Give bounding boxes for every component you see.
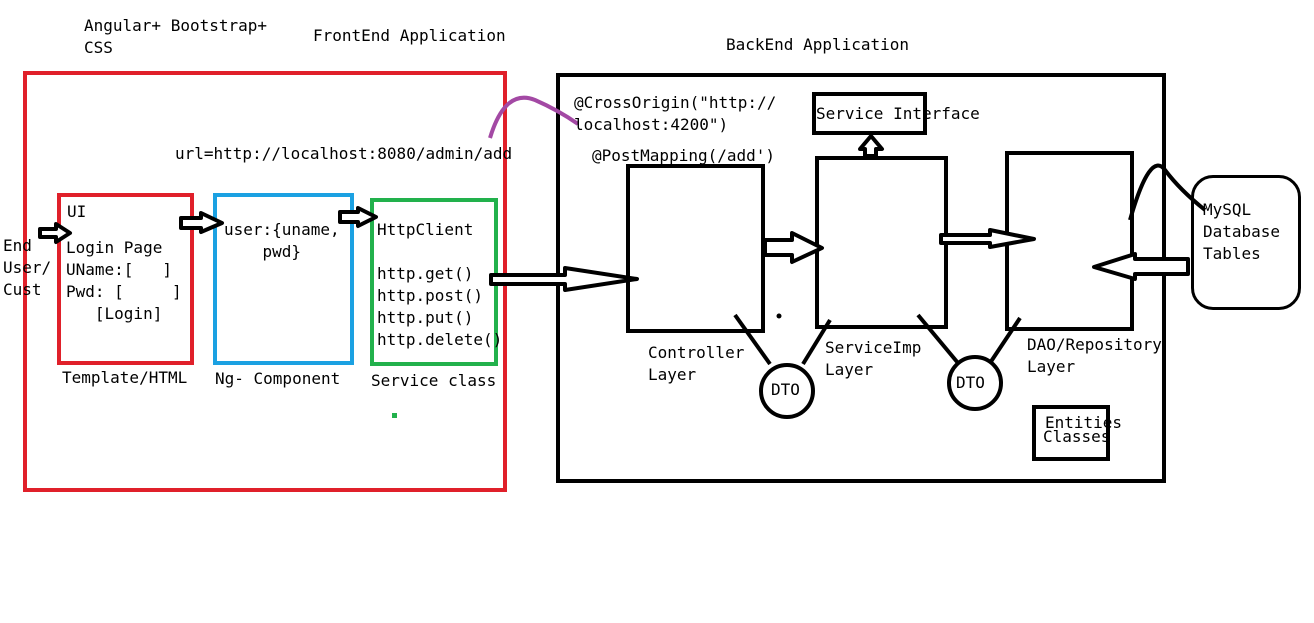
- database-line1: MySQL: [1203, 200, 1252, 219]
- template-line-uname: UName:[ ]: [66, 260, 172, 279]
- arrow-controller-to-serviceimp: [763, 231, 824, 264]
- serviceimp-caption-line1: ServiceImp: [825, 338, 922, 357]
- template-line-login-page: Login Page: [66, 238, 163, 257]
- dto-right-link-dao: [988, 316, 1022, 365]
- frontend-title: FrontEnd Application: [313, 26, 506, 45]
- dto-left-link-serviceimp: [801, 318, 832, 366]
- dao-to-database-curve: [1128, 163, 1207, 221]
- tech-stack-line2: CSS: [84, 38, 113, 57]
- dao-caption-line2: Layer: [1027, 357, 1076, 376]
- arrow-serviceimp-to-dao: [939, 228, 1036, 249]
- serviceimp-caption-line2: Layer: [825, 360, 874, 379]
- arrow-template-to-component: [179, 211, 224, 234]
- template-line-login-button: [Login]: [66, 304, 163, 323]
- template-line-pwd: Pwd: [ ]: [66, 282, 182, 301]
- arrow-serviceimp-to-interface: [858, 134, 884, 158]
- cross-origin-line1: @CrossOrigin("http://: [574, 93, 777, 112]
- arrow-database-to-dao: [1092, 252, 1190, 281]
- arrow-service-to-controller: [489, 266, 639, 292]
- post-mapping: @PostMapping(/add'): [592, 146, 776, 165]
- entities-line2: Classes: [1043, 427, 1111, 446]
- stray-dot-green: [392, 413, 397, 418]
- component-line-pwd: pwd}: [224, 242, 302, 261]
- service-interface-box: [812, 92, 927, 135]
- mysql-database-box: [1191, 175, 1301, 310]
- dto-right-link-serviceimp: [916, 313, 960, 365]
- arrow-component-to-service: [338, 206, 378, 228]
- controller-caption-line1: Controller: [648, 343, 745, 362]
- dto-right-circle: [947, 355, 1003, 411]
- tech-stack-line1: Angular+ Bootstrap+: [84, 16, 268, 35]
- service-interface-label: Service Interface: [816, 104, 980, 123]
- dao-caption-line1: DAO/Repository: [1027, 335, 1162, 354]
- service-line-httpclient: HttpClient: [377, 220, 474, 239]
- stray-dot-black: [776, 313, 782, 319]
- entities-classes-box: [1032, 405, 1110, 461]
- service-line-post: http.post(): [377, 286, 483, 305]
- entities-line1: Entities: [1045, 413, 1123, 432]
- controller-caption-line2: Layer: [648, 365, 697, 384]
- backend-title: BackEnd Application: [726, 35, 910, 54]
- template-line-ui: UI: [67, 202, 87, 221]
- dto-left-circle: [759, 363, 815, 419]
- component-line-user: user:{uname,: [224, 220, 340, 239]
- service-line-put: http.put(): [377, 308, 474, 327]
- template-caption: Template/HTML: [62, 368, 188, 387]
- dto-left-link-controller: [733, 313, 772, 366]
- end-user-line2: User/: [3, 258, 52, 277]
- request-url: url=http://localhost:8080/admin/add: [175, 144, 513, 163]
- ng-component-box: [213, 193, 354, 365]
- component-caption: Ng- Component: [215, 369, 341, 388]
- database-line2: Database: [1203, 222, 1281, 241]
- dto-right-label: DTO: [956, 373, 985, 392]
- database-line3: Tables: [1203, 244, 1261, 263]
- end-user-line3: Cust: [3, 280, 42, 299]
- service-caption: Service class: [371, 371, 497, 390]
- cross-origin-line2: localhost:4200"): [574, 115, 729, 134]
- dto-left-label: DTO: [771, 380, 800, 399]
- end-user-line1: End: [3, 236, 32, 255]
- template-html-box: [57, 193, 194, 365]
- service-line-get: http.get(): [377, 264, 474, 283]
- service-line-delete: http.delete(): [377, 330, 503, 349]
- arrow-user-to-template: [38, 222, 72, 244]
- cors-curve: [488, 95, 580, 139]
